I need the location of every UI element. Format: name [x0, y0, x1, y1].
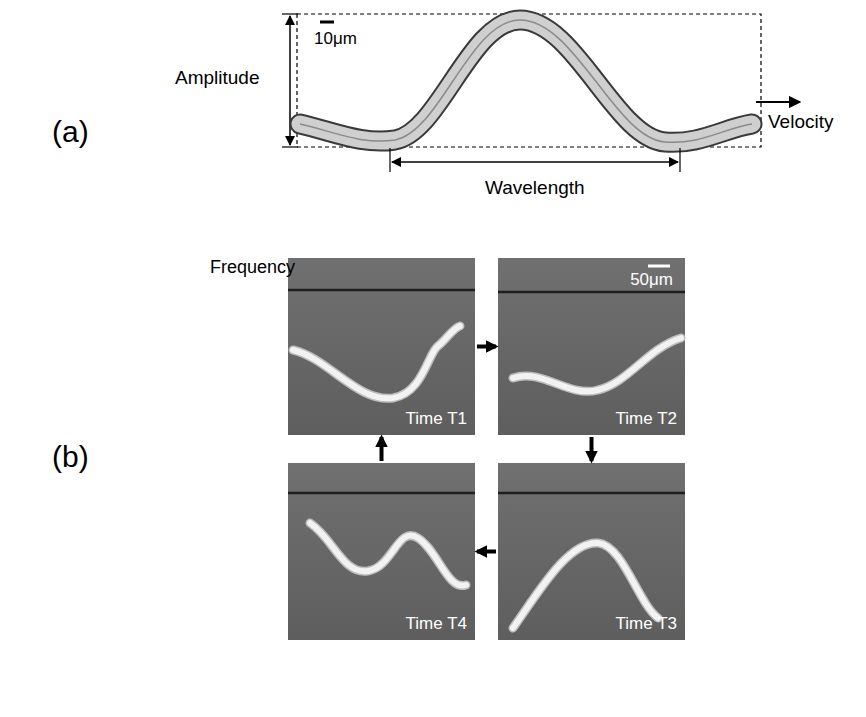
- panel-letter: (a): [52, 115, 89, 148]
- velocity-arrow: [756, 101, 800, 103]
- dimension-label: Amplitude: [175, 68, 260, 89]
- frame-t2: [498, 258, 685, 435]
- time-label: Time T4: [406, 615, 467, 634]
- scale-label: 10μm: [314, 30, 357, 49]
- frequency-label: Frequency: [210, 258, 295, 278]
- scale-bar: [320, 21, 334, 24]
- worm-a: [300, 20, 752, 142]
- velocity-label: Velocity: [768, 112, 833, 133]
- frame-panel: Time T3: [498, 463, 685, 640]
- sequence-arrow: [380, 437, 384, 461]
- sequence-arrow: [590, 437, 594, 461]
- scale-label: 50μm: [630, 271, 673, 290]
- frame-t4: [288, 463, 475, 640]
- time-label: Time T1: [406, 410, 467, 429]
- frame-panel: 50μmTime T2: [498, 258, 685, 435]
- frame-t1: [288, 258, 475, 435]
- time-label: Time T2: [616, 410, 677, 429]
- frame-t3: [498, 463, 685, 640]
- time-label: Time T3: [616, 615, 677, 634]
- dimension-label: Wavelength: [485, 178, 585, 199]
- sequence-arrow: [477, 550, 496, 554]
- frame-panel: Time T1: [288, 258, 475, 435]
- sequence-arrow: [477, 345, 496, 349]
- bounding-box: [297, 14, 761, 147]
- wavelength-arrow: [392, 161, 678, 163]
- frame-panel: Time T4: [288, 463, 475, 640]
- panel-letter: (b): [52, 440, 89, 473]
